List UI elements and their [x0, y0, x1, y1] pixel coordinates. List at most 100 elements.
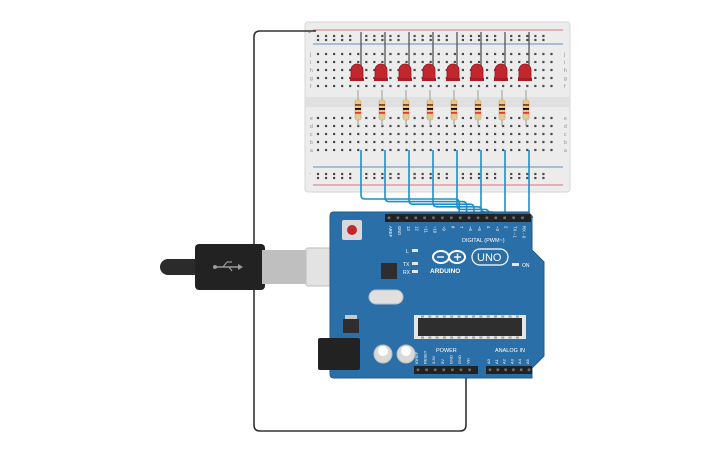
breadboard-hole — [550, 148, 553, 152]
pin-label: ~10 — [433, 226, 438, 234]
breadboard-hole — [494, 52, 497, 56]
ground-wire[interactable] — [253, 30, 467, 432]
breadboard-hole — [461, 140, 464, 144]
led-7[interactable] — [494, 63, 508, 81]
resistor-5[interactable] — [450, 99, 458, 121]
analog-pin[interactable] — [527, 368, 531, 372]
header-pin[interactable] — [450, 216, 453, 220]
resistor-band — [427, 108, 433, 110]
resistor-7[interactable] — [498, 99, 506, 121]
resistor-6[interactable] — [474, 99, 482, 121]
header-pin[interactable] — [485, 216, 489, 220]
header-pin[interactable] — [467, 216, 471, 220]
power-pin[interactable] — [442, 368, 446, 372]
breadboard-hole — [413, 148, 416, 152]
bottom-header-pins — [416, 368, 531, 372]
header-pin[interactable] — [414, 216, 417, 220]
led-1[interactable] — [350, 63, 364, 81]
led-3[interactable] — [398, 63, 412, 81]
pin-label: ~11 — [424, 226, 429, 233]
rail-hole — [445, 38, 448, 42]
header-pin[interactable] — [396, 216, 400, 220]
header-pin[interactable] — [494, 216, 498, 220]
header-pin[interactable] — [441, 216, 444, 220]
power-pin[interactable] — [433, 368, 437, 372]
digital-header[interactable] — [385, 214, 531, 222]
resistor-band — [475, 104, 481, 106]
header-pin[interactable] — [476, 216, 480, 220]
breadboard-hole — [397, 68, 400, 72]
led-8[interactable] — [518, 63, 532, 81]
header-pin[interactable] — [503, 216, 506, 220]
power-header[interactable] — [414, 366, 478, 374]
rail-hole — [469, 176, 473, 180]
usb-chip — [381, 263, 397, 279]
breadboard-hole — [429, 52, 432, 56]
usb-plug-neck — [262, 250, 308, 284]
rail-hole — [485, 172, 489, 176]
breadboard-hole — [502, 140, 505, 144]
row-letter-left: j — [309, 52, 311, 58]
breadboard-hole — [381, 60, 384, 64]
breadboard-hole — [494, 84, 497, 88]
header-pin[interactable] — [405, 216, 409, 220]
breadboard-hole — [510, 148, 513, 152]
breadboard-hole — [341, 52, 344, 56]
power-pin[interactable] — [425, 368, 428, 372]
resistor-1[interactable] — [354, 99, 362, 121]
breadboard-hole — [518, 52, 521, 56]
led-2[interactable] — [374, 63, 388, 81]
breadboard-hole — [445, 140, 448, 144]
rail-hole — [429, 176, 432, 180]
analog-pin[interactable] — [488, 368, 492, 372]
header-pin[interactable] — [512, 216, 515, 220]
power-pin[interactable] — [459, 368, 463, 372]
breadboard-hole — [534, 124, 537, 128]
rail-hole — [477, 38, 481, 42]
analog-pin[interactable] — [512, 368, 515, 372]
row-letter-left: h — [310, 68, 313, 74]
usb-cable[interactable] — [160, 244, 347, 290]
row-letter-left: a — [310, 148, 313, 154]
breadboard-hole — [413, 124, 416, 128]
led-5[interactable] — [446, 63, 460, 81]
breadboard-hole — [477, 60, 481, 64]
breadboard-hole — [437, 124, 440, 128]
resistor-3[interactable] — [402, 99, 410, 121]
led-6[interactable] — [470, 63, 484, 81]
analog-pin[interactable] — [504, 368, 507, 372]
breadboard-hole — [461, 68, 464, 72]
rail-hole — [341, 176, 344, 180]
breadboard-hole — [437, 132, 440, 136]
resistor-2[interactable] — [378, 99, 386, 121]
led-4[interactable] — [422, 63, 436, 81]
rail-hole — [485, 38, 489, 42]
breadboard-hole — [485, 132, 489, 136]
header-pin[interactable] — [387, 216, 391, 220]
breadboard-hole — [477, 52, 481, 56]
breadboard-hole — [445, 124, 448, 128]
analog-pin[interactable] — [496, 368, 500, 372]
breadboard-hole — [373, 140, 376, 144]
analog-header[interactable] — [486, 366, 532, 374]
breadboard-hole — [397, 148, 400, 152]
power-jack[interactable] — [318, 338, 360, 370]
header-pin[interactable] — [423, 216, 426, 220]
breadboard-hole — [316, 68, 320, 72]
breadboard-hole — [469, 148, 473, 152]
analog-pin[interactable] — [519, 368, 523, 372]
breadboard-hole — [341, 84, 344, 88]
resistor-band — [451, 108, 457, 110]
resistor-8[interactable] — [522, 99, 530, 121]
power-pin[interactable] — [468, 368, 471, 372]
header-pin[interactable] — [432, 216, 435, 220]
power-pin[interactable] — [416, 368, 420, 372]
brand-label: ARDUINO — [430, 268, 460, 275]
row-letter-right: b — [564, 140, 567, 146]
resistor-4[interactable] — [426, 99, 434, 121]
header-pin[interactable] — [521, 216, 524, 220]
header-pin[interactable] — [458, 216, 462, 220]
power-pin[interactable] — [451, 368, 454, 372]
